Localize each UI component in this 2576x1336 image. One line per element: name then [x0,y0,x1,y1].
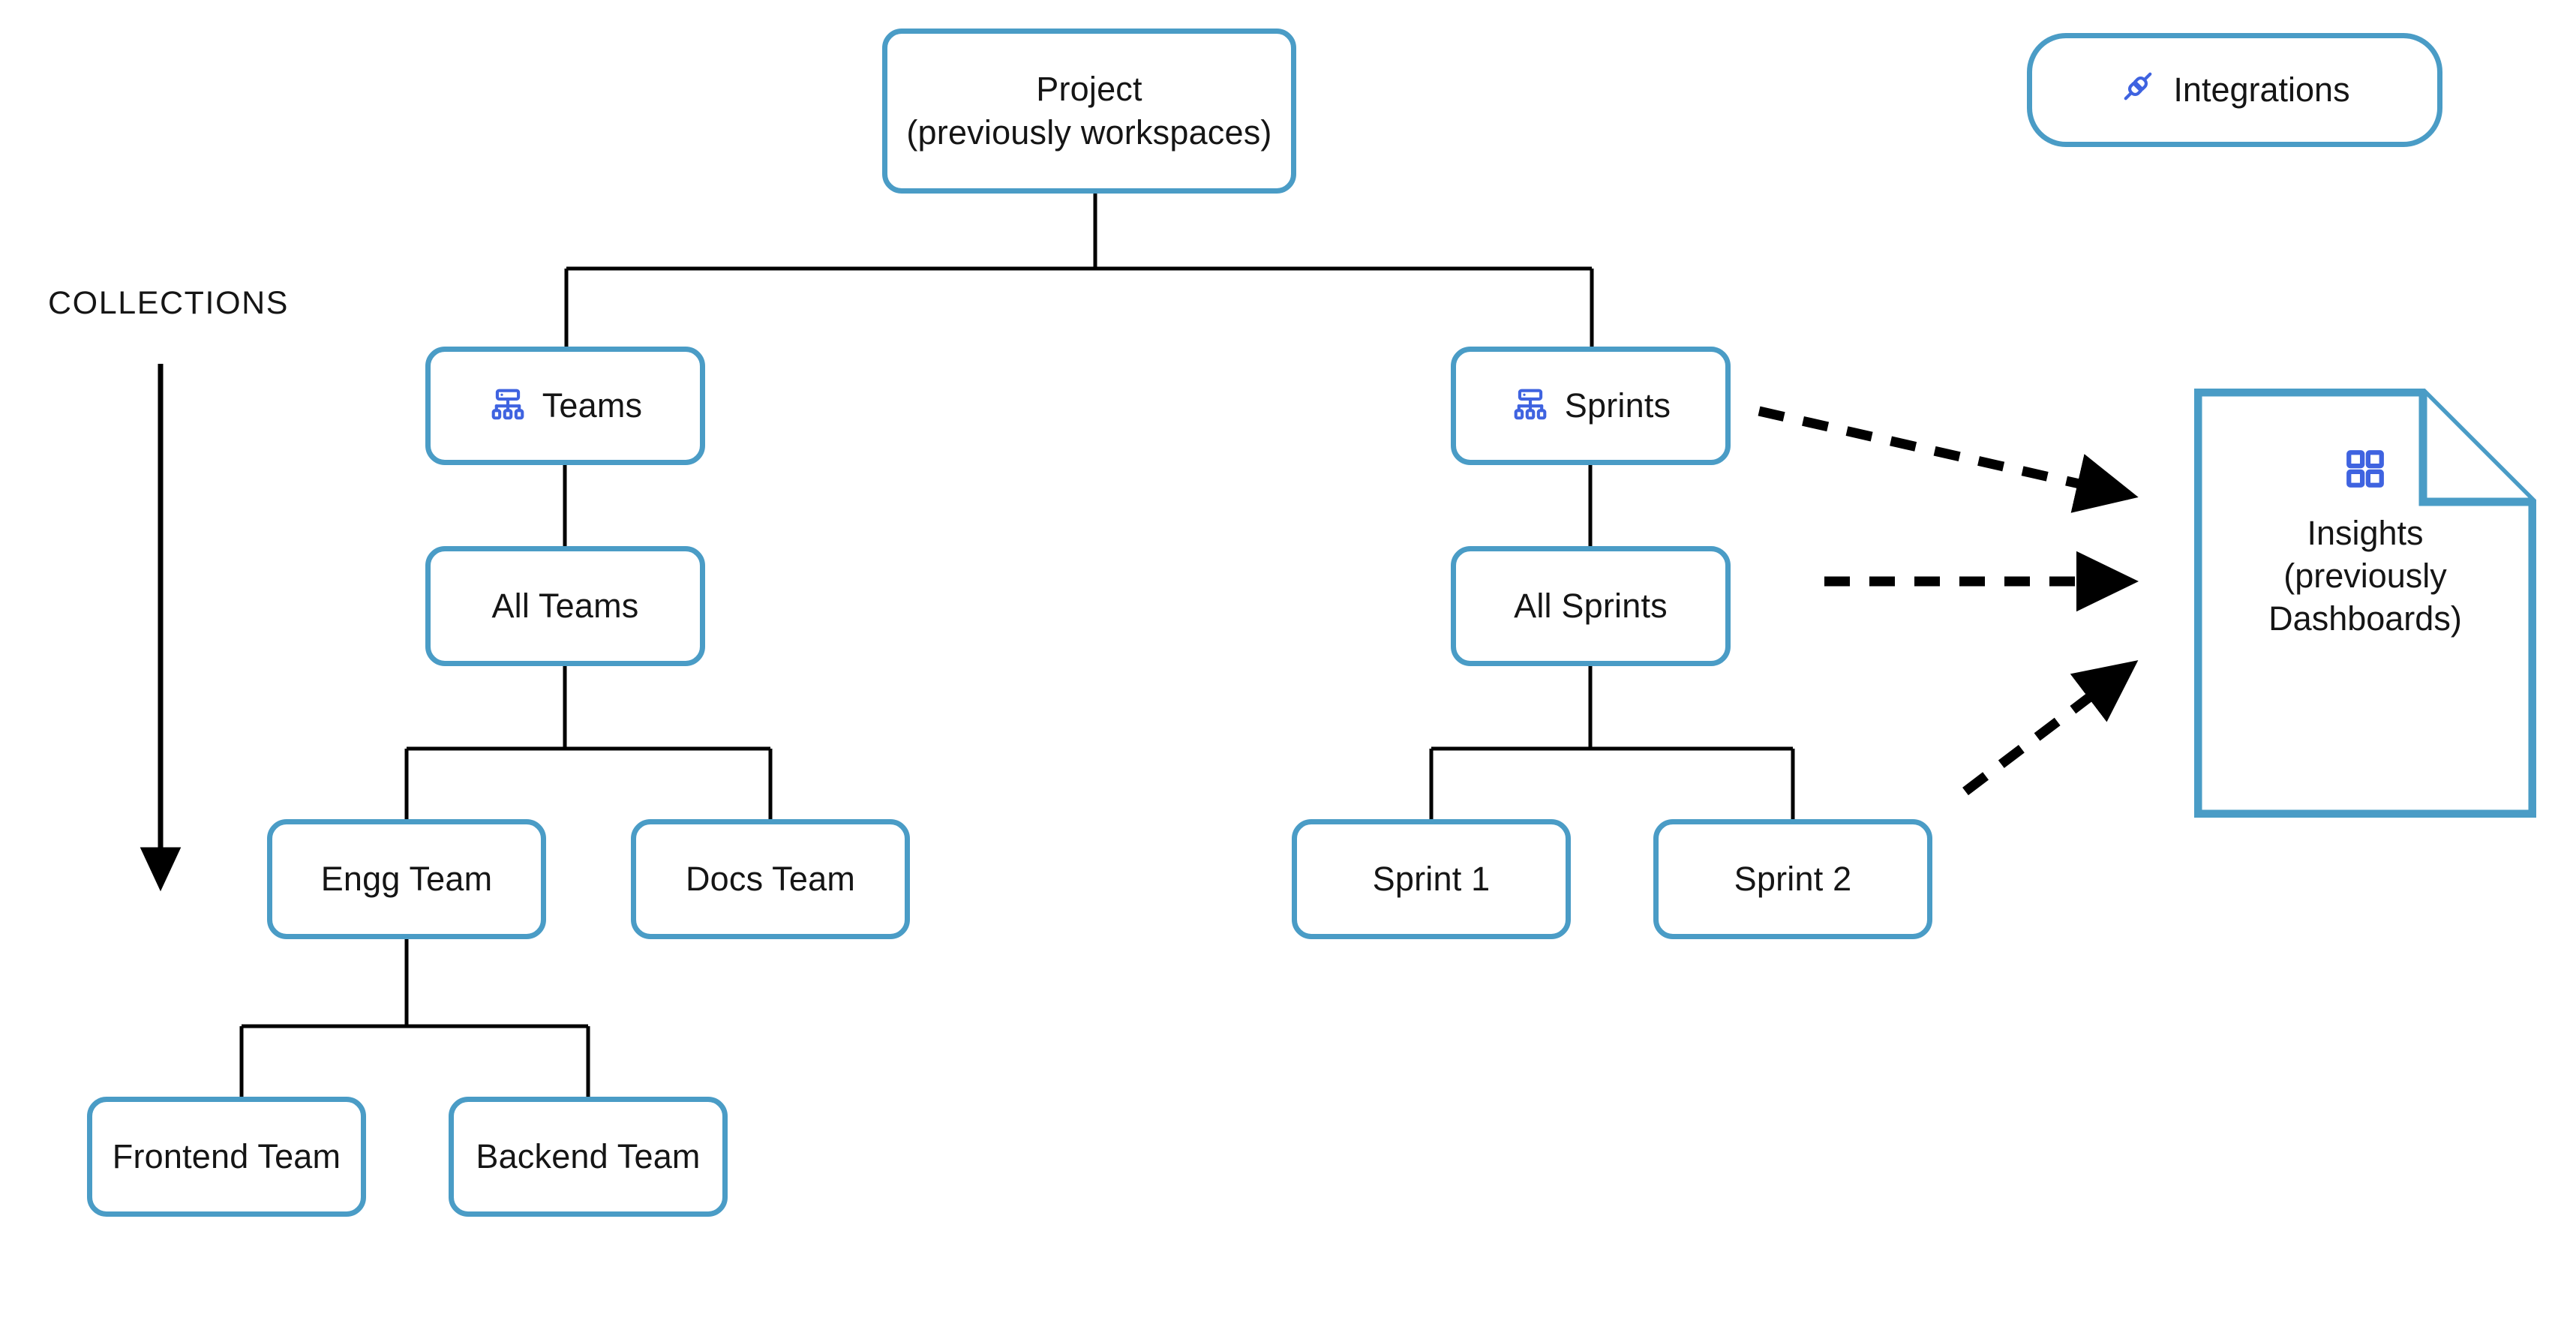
node-backend-team[interactable]: Backend Team [449,1097,728,1217]
node-docs-team[interactable]: Docs Team [631,819,910,939]
node-sprint-1-label: Sprint 1 [1372,860,1491,899]
integrations-label: Integrations [2173,71,2350,109]
hierarchy-icon [488,386,527,425]
node-sprints-label: Sprints [1564,386,1671,425]
plug-connector-icon [2119,68,2157,113]
node-backend-team-label: Backend Team [476,1137,701,1176]
insights-label: Insights (previously Dashboards) [2268,514,2462,638]
node-sprint-2[interactable]: Sprint 2 [1653,819,1932,939]
node-teams-label: Teams [542,386,643,425]
node-engg-team[interactable]: Engg Team [267,819,546,939]
node-project-label: Project (previously workspaces) [906,70,1272,152]
node-insights[interactable]: Insights (previously Dashboards) [2194,389,2536,818]
document-folded-corner-shape [2194,389,2536,818]
node-frontend-team[interactable]: Frontend Team [87,1097,366,1217]
node-docs-team-label: Docs Team [685,860,856,899]
node-project[interactable]: Project (previously workspaces) [882,29,1296,194]
node-sprint-2-label: Sprint 2 [1734,860,1852,899]
node-all-teams[interactable]: All Teams [425,546,705,666]
node-all-sprints[interactable]: All Sprints [1451,546,1731,666]
node-sprint-1[interactable]: Sprint 1 [1292,819,1571,939]
grid-dashboard-icon [2343,447,2387,491]
dashed-connectors [1758,406,2139,796]
collections-label: COLLECTIONS [48,285,290,321]
insights-content: Insights (previously Dashboards) [2194,447,2536,640]
hierarchy-icon [1511,386,1550,425]
node-sprints[interactable]: Sprints [1451,347,1731,465]
node-teams[interactable]: Teams [425,347,705,465]
node-engg-team-label: Engg Team [320,860,493,899]
node-all-teams-label: All Teams [491,587,639,626]
integrations-pill[interactable]: Integrations [2027,33,2442,147]
node-all-sprints-label: All Sprints [1514,587,1668,626]
node-frontend-team-label: Frontend Team [112,1137,341,1176]
